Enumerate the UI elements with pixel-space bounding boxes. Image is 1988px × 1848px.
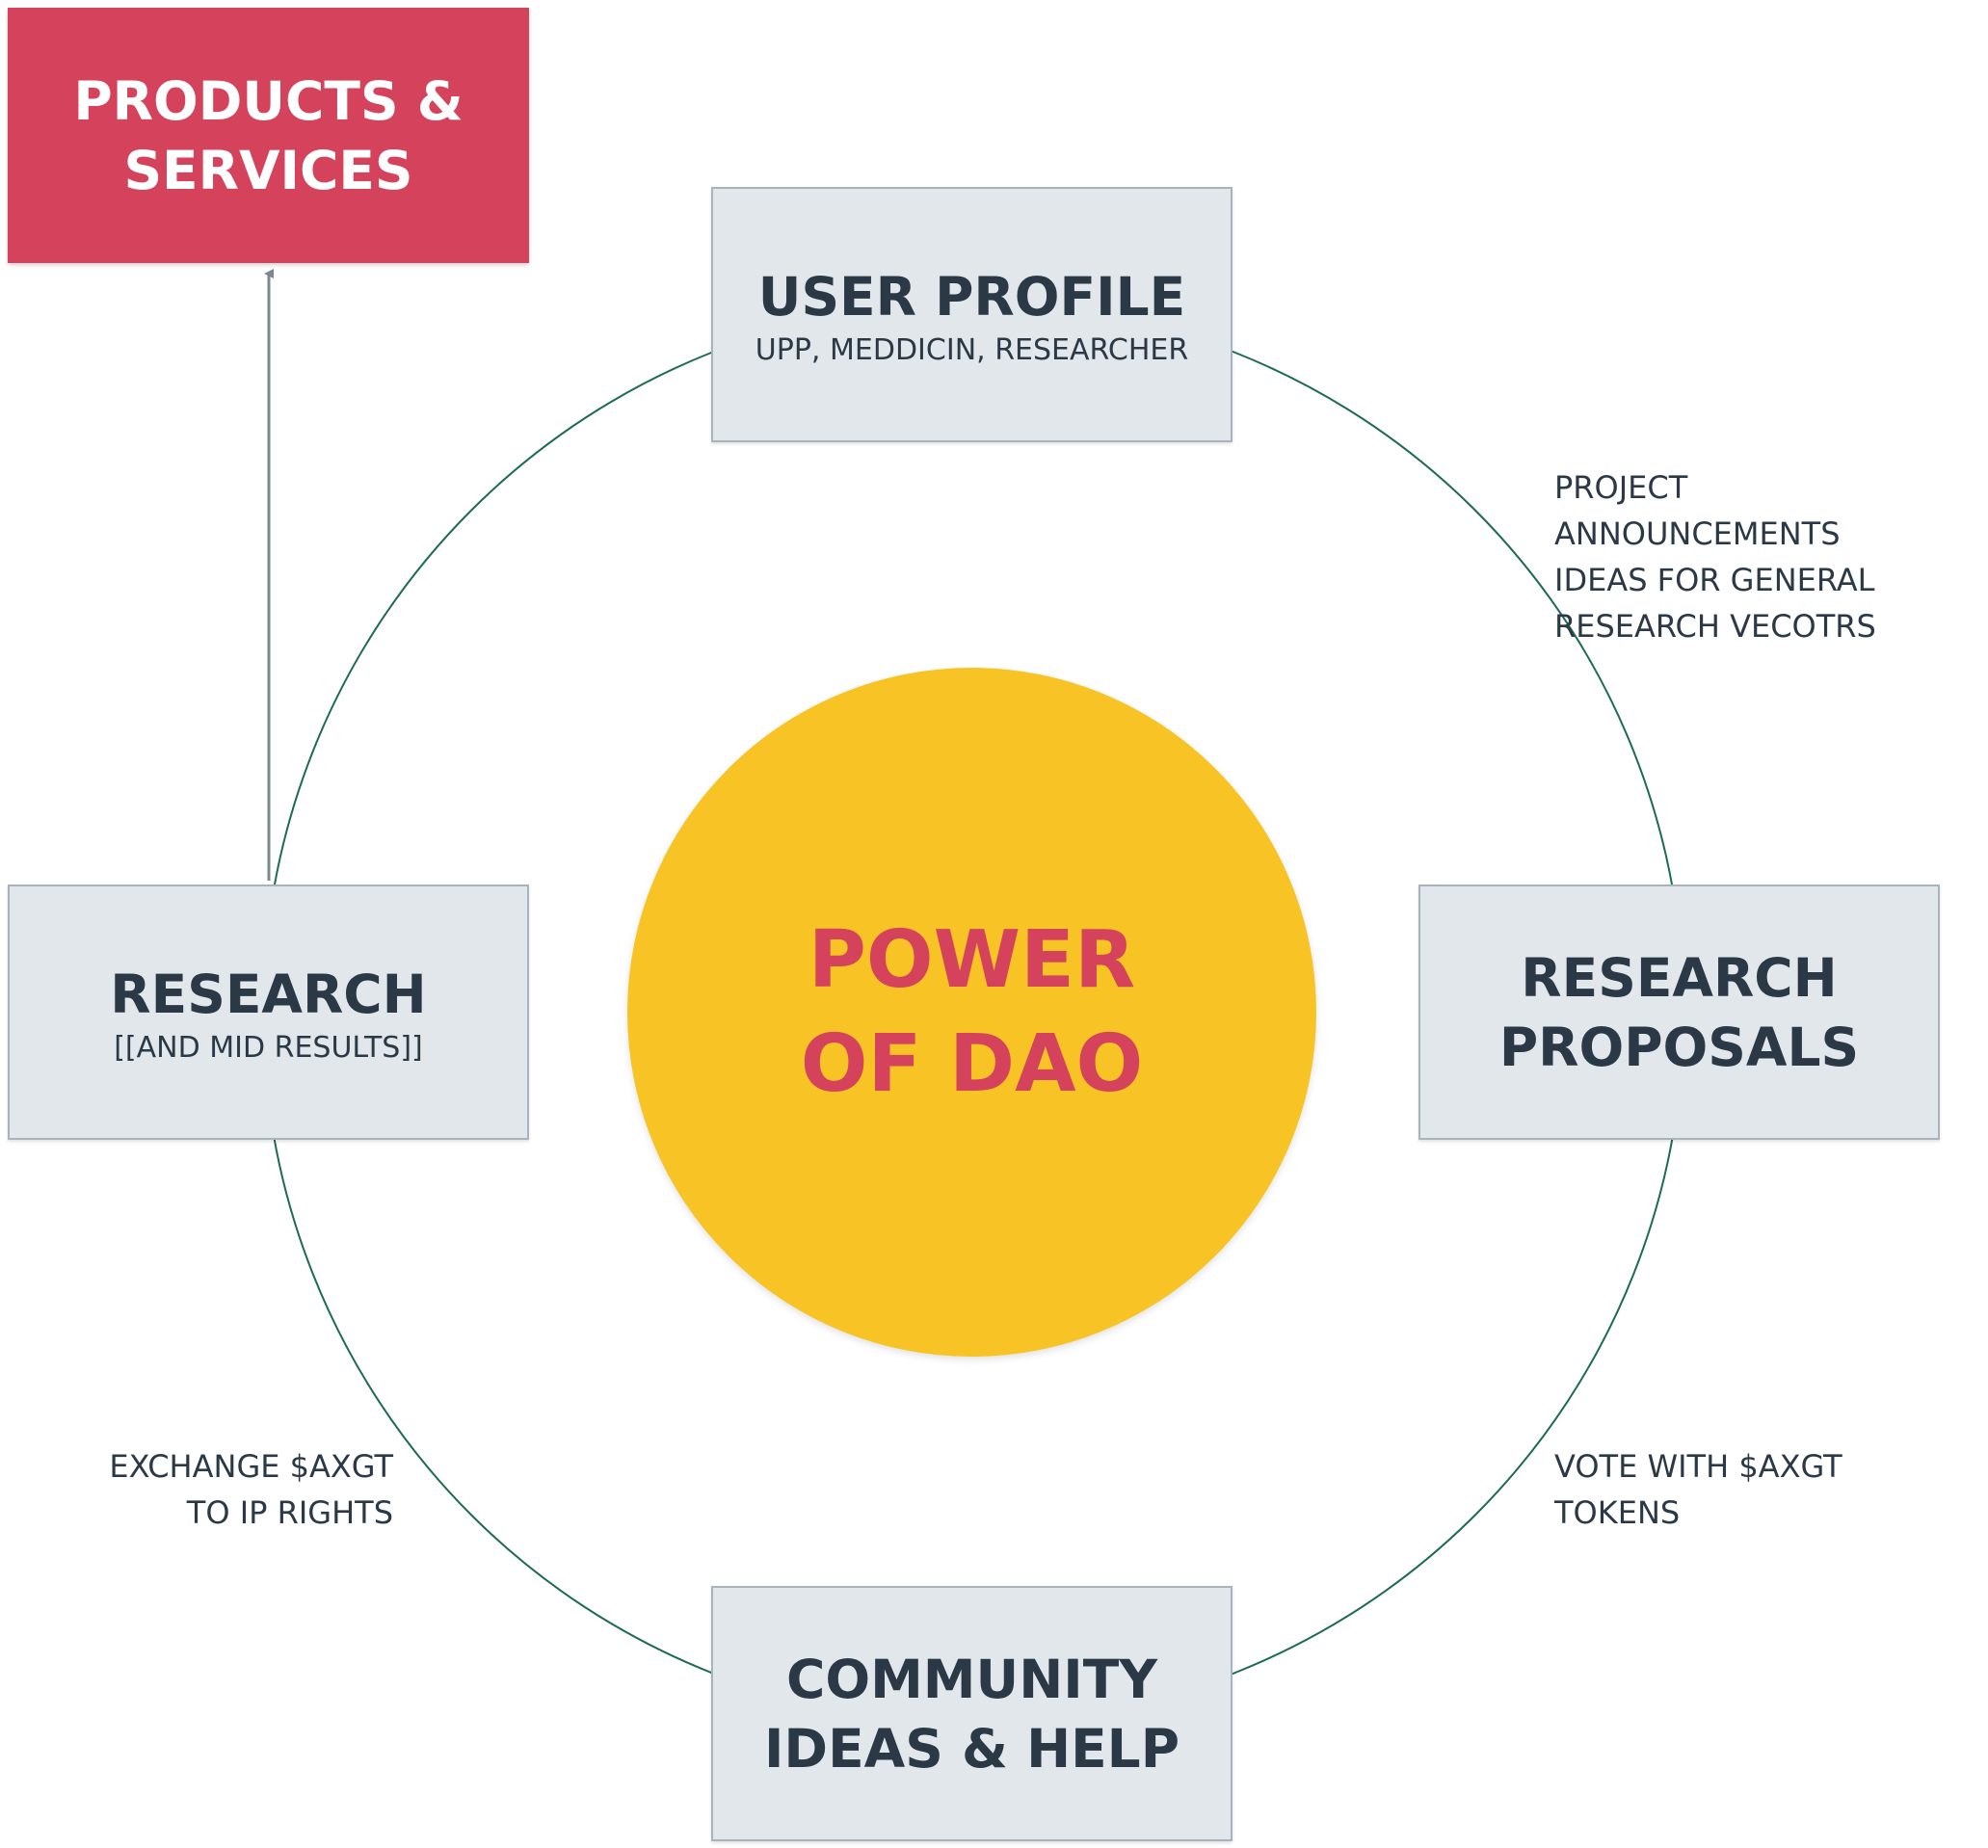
- center-title: POWER OF DAO: [800, 913, 1144, 1110]
- research-title: RESEARCH: [110, 963, 427, 1025]
- user-profile-node: USER PROFILE UPP, MEDDICIN, RESEARCHER: [711, 187, 1233, 442]
- research-proposals-title: RESEARCH PROPOSALS: [1498, 946, 1860, 1078]
- community-ideas-title: COMMUNITY IDEAS & HELP: [763, 1648, 1180, 1780]
- announcements-annotation: PROJECT ANNOUNCEMENTS IDEAS FOR GENERAL …: [1554, 469, 1876, 645]
- products-services-node: PRODUCTS & SERVICES: [8, 8, 529, 263]
- research-node: RESEARCH [[AND MID RESULTS]]: [8, 884, 529, 1140]
- user-profile-title: USER PROFILE: [757, 265, 1186, 328]
- community-ideas-node: COMMUNITY IDEAS & HELP: [711, 1586, 1233, 1841]
- vote-annotation: VOTE WITH $AXGT TOKENS: [1554, 1448, 1842, 1531]
- products-services-title: PRODUCTS & SERVICES: [73, 69, 464, 201]
- research-proposals-node: RESEARCH PROPOSALS: [1418, 884, 1940, 1140]
- power-of-dao-circle: POWER OF DAO: [627, 668, 1316, 1357]
- exchange-annotation: EXCHANGE $AXGT TO IP RIGHTS: [109, 1448, 393, 1531]
- research-subtitle: [[AND MID RESULTS]]: [114, 1030, 423, 1065]
- user-profile-subtitle: UPP, MEDDICIN, RESEARCHER: [755, 332, 1189, 367]
